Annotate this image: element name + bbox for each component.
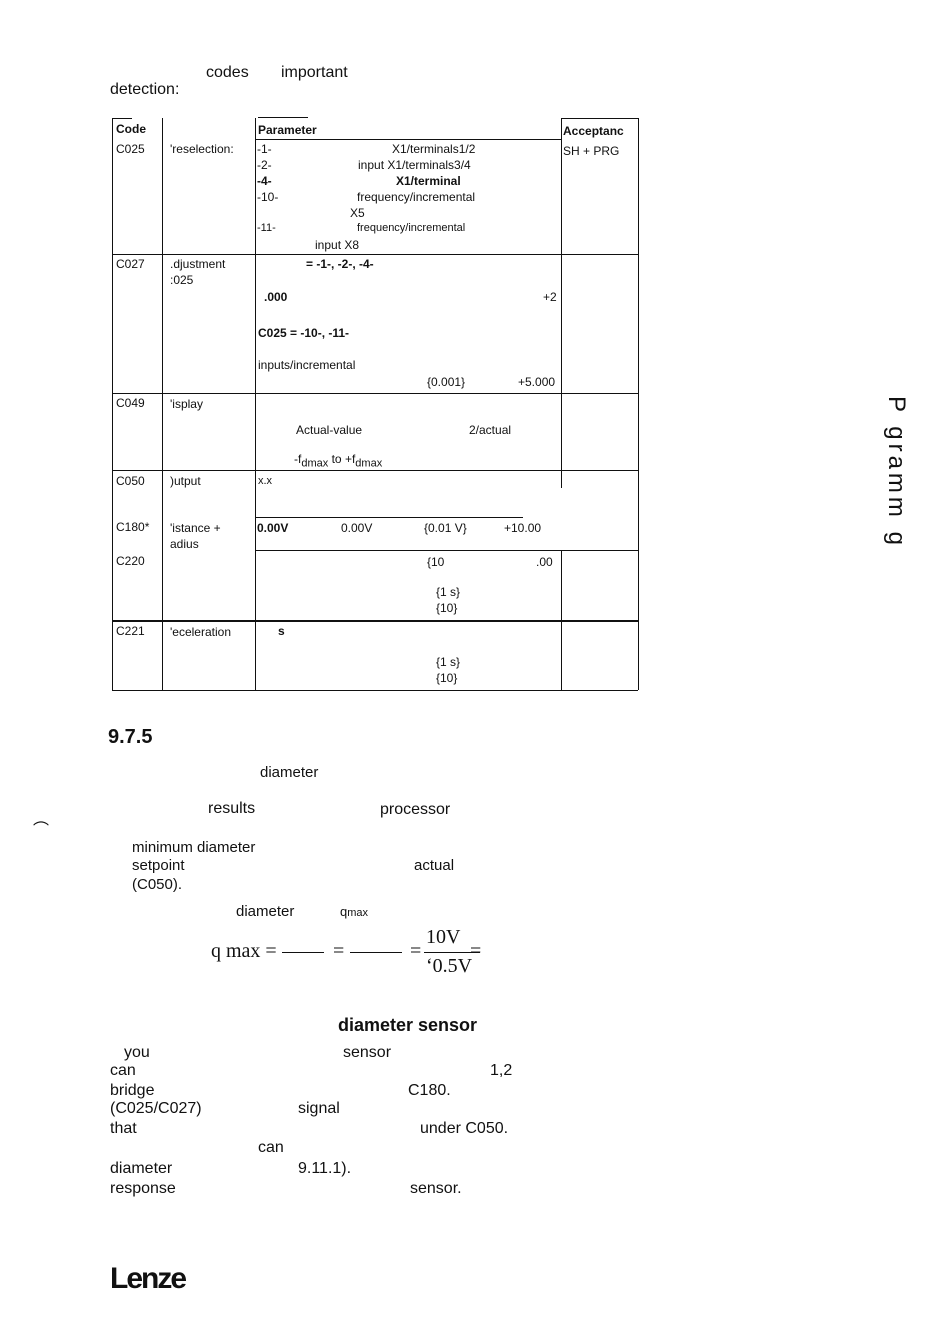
param-value: +2 xyxy=(543,290,557,304)
margin-mark: ⌒ xyxy=(33,822,50,839)
section-text: diameter xyxy=(236,903,295,920)
row-code: C221 xyxy=(116,624,145,638)
param-value: {10} xyxy=(436,671,458,685)
subsection-text: (C025/C027) xyxy=(110,1100,202,1117)
param-text: 2/actual xyxy=(469,423,512,437)
intro-word-important: important xyxy=(281,64,348,81)
side-chapter-label: P gramm g xyxy=(883,396,910,549)
param-text: = -1-, -2-, -4- xyxy=(306,257,374,271)
row-acceptance: SH + PRG xyxy=(563,144,620,158)
param-text: input X8 xyxy=(315,238,360,252)
subsection-text: signal xyxy=(298,1100,340,1117)
row-name: 'isplay xyxy=(170,397,203,411)
formula-eq: = xyxy=(410,940,422,962)
param-value: .00 xyxy=(536,555,553,569)
param-value: x.x xyxy=(258,475,273,487)
section-number: 9.7.5 xyxy=(108,726,153,748)
param-option: -10- xyxy=(257,190,279,204)
subsection-text: sensor xyxy=(343,1044,392,1061)
qmax-sub: max xyxy=(347,907,369,919)
param-text: s xyxy=(278,624,285,638)
formula-numerator: 10V xyxy=(426,926,461,948)
subsection-text: 9.11.1). xyxy=(298,1160,352,1177)
header-parameter: Parameter xyxy=(258,123,317,137)
param-text: Actual-value xyxy=(296,423,363,437)
param-value: {10} xyxy=(436,601,458,615)
param-option: -11- xyxy=(257,222,276,234)
param-text: input X1/terminals3/4 xyxy=(358,158,471,172)
formula-eq: = xyxy=(470,940,482,962)
param-text: X5 xyxy=(350,206,365,220)
row-name: 'eceleration xyxy=(170,625,231,639)
formula-eq: = xyxy=(333,940,345,962)
row-name: .djustment xyxy=(170,257,226,271)
param-text: X1/terminals1/2 xyxy=(392,142,476,156)
range-max: +f xyxy=(344,452,356,466)
row-name: 'reselection: xyxy=(170,142,234,156)
param-value: 0.00V xyxy=(257,521,289,535)
header-code: Code xyxy=(116,122,146,136)
row-code: C220 xyxy=(116,554,145,568)
range-min: -f xyxy=(294,452,302,466)
row-name: 'istance + xyxy=(170,521,221,535)
subsection-text: can xyxy=(258,1139,284,1156)
param-range: -fdmax to +fdmax xyxy=(294,452,382,469)
subsection-text: C180. xyxy=(408,1082,451,1099)
intro-word-codes: codes xyxy=(206,64,249,81)
subsection-text: 1,2 xyxy=(490,1062,513,1079)
qmax-q: q xyxy=(340,904,348,919)
row-code: C025 xyxy=(116,142,145,156)
param-text: inputs/incremental xyxy=(258,358,356,372)
param-value: {0.001} xyxy=(427,375,466,389)
param-value: +10.00 xyxy=(504,521,542,535)
param-value: +5.000 xyxy=(518,375,556,389)
range-min-sub: dmax xyxy=(301,457,329,470)
subsection-text: under C050. xyxy=(420,1120,509,1137)
param-value: {0.01 V} xyxy=(424,521,467,535)
param-option: -1- xyxy=(257,142,272,156)
param-text: frequency/incremental xyxy=(357,190,476,204)
section-text: (C050). xyxy=(132,876,183,893)
subsection-text: response xyxy=(110,1180,176,1197)
row-name: )utput xyxy=(170,474,201,488)
param-option: -4- xyxy=(257,174,272,188)
subsection-text: can xyxy=(110,1062,136,1079)
row-code: C049 xyxy=(116,396,145,410)
param-value: 0.00V xyxy=(341,521,373,535)
row-name: :025 xyxy=(170,273,194,287)
subsection-title: diameter sensor xyxy=(338,1015,478,1035)
header-acceptance: Acceptanc xyxy=(563,124,624,138)
subsection-text: sensor. xyxy=(410,1180,462,1197)
lenze-logo: Lenze xyxy=(110,1262,187,1295)
subsection-text: diameter xyxy=(110,1160,173,1177)
range-to: to xyxy=(331,452,342,466)
range-max-sub: dmax xyxy=(355,457,383,470)
section-text: minimum diameter xyxy=(132,839,256,856)
row-code: C027 xyxy=(116,257,145,271)
section-qmax: qmax xyxy=(340,904,368,919)
intro-word-detection: detection: xyxy=(110,81,180,98)
param-text: frequency/incremental xyxy=(357,222,466,234)
param-option: -2- xyxy=(257,158,272,172)
param-value: .000 xyxy=(264,290,288,304)
section-text: actual xyxy=(414,857,455,874)
row-code: C180* xyxy=(116,520,150,534)
param-text: X1/terminal xyxy=(396,174,461,188)
row-code: C050 xyxy=(116,474,145,488)
formula-lhs: q max = xyxy=(211,940,277,962)
param-value: {10 xyxy=(427,555,445,569)
section-text: processor xyxy=(380,801,451,818)
subsection-text: bridge xyxy=(110,1082,155,1099)
param-text: C025 = -10-, -11- xyxy=(258,326,350,340)
subsection-text: you xyxy=(124,1044,150,1061)
section-text: setpoint xyxy=(132,857,185,874)
row-name: adius xyxy=(170,537,199,551)
param-value: {1 s} xyxy=(436,585,461,599)
section-text: diameter xyxy=(260,764,319,781)
section-text: results xyxy=(208,800,256,817)
subsection-text: that xyxy=(110,1120,137,1137)
formula-denominator: ‘0.5V xyxy=(426,955,473,977)
param-value: {1 s} xyxy=(436,655,461,669)
